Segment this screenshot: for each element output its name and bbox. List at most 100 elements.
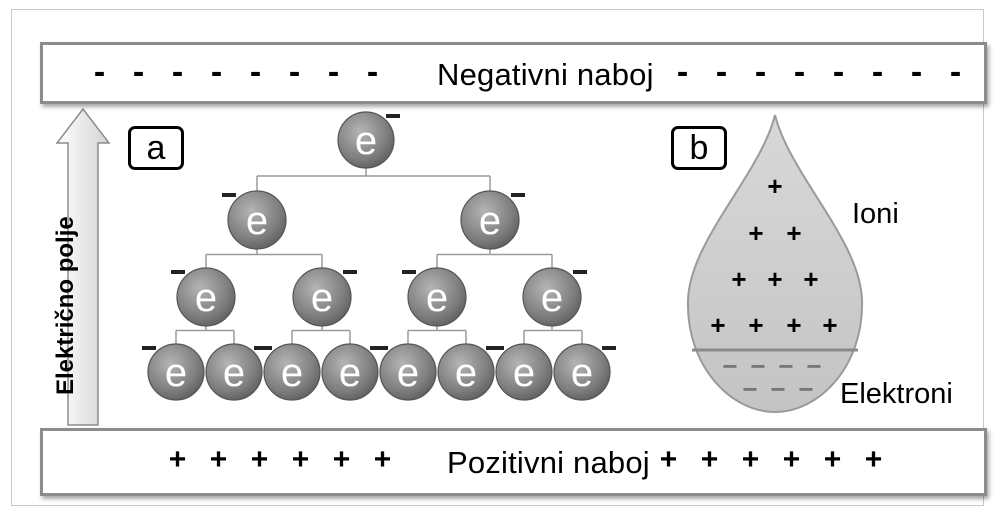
positive-sign: + <box>700 443 719 476</box>
electron-ball <box>147 343 205 401</box>
electron-letter: e <box>571 351 593 395</box>
negative-signs-right: -------- <box>663 53 975 92</box>
negative-plate: -------- Negativni naboj -------- <box>40 42 987 104</box>
positive-sign: + <box>373 443 392 476</box>
positive-sign: + <box>209 443 228 476</box>
negative-sign: - <box>793 53 806 91</box>
electron-letter: e <box>165 351 187 395</box>
positive-sign: + <box>864 443 883 476</box>
electron-letter: e <box>223 351 245 395</box>
positive-sign: + <box>823 443 842 476</box>
electron-ball <box>263 343 321 401</box>
electron-letter: e <box>281 351 303 395</box>
electron: e <box>522 267 587 327</box>
negative-sign: - <box>93 53 106 91</box>
electron-charge <box>602 346 616 350</box>
electrons-label: Elektroni <box>840 378 953 410</box>
electron-ball <box>553 343 611 401</box>
droplet-charges: ++++++++++−−−−−−− <box>710 171 837 404</box>
electron-charge <box>171 270 185 274</box>
negative-sign: - <box>327 53 340 91</box>
electron-charge <box>222 193 236 197</box>
electron-ball <box>205 343 263 401</box>
electron: e <box>205 343 268 401</box>
ion-sign: + <box>748 218 763 248</box>
electron: e <box>171 267 236 327</box>
electron-sign: − <box>778 351 793 381</box>
avalanche-tree-lines <box>175 168 583 344</box>
electron-ball <box>292 267 352 327</box>
electron: e <box>292 267 357 327</box>
ion-sign: + <box>786 310 801 340</box>
electron-sign: − <box>750 351 765 381</box>
electron-letter: e <box>355 119 377 163</box>
positive-signs-left: ++++++ <box>157 443 403 477</box>
ion-sign: + <box>822 310 837 340</box>
positive-sign: + <box>782 443 801 476</box>
electron: e <box>321 343 384 401</box>
electron-sign: − <box>770 374 785 404</box>
electron-letter: e <box>339 351 361 395</box>
electron: e <box>374 343 437 401</box>
negative-sign: - <box>171 53 184 91</box>
electron-sign: − <box>806 351 821 381</box>
positive-sign: + <box>250 443 269 476</box>
ion-sign: + <box>803 264 818 294</box>
electron-letter: e <box>397 351 419 395</box>
ion-sign: + <box>786 218 801 248</box>
electron-letter: e <box>246 199 268 243</box>
positive-plate-label: Pozitivni naboj <box>447 445 650 480</box>
electron: e <box>460 190 525 250</box>
electron: e <box>222 190 287 250</box>
electron-ball <box>437 343 495 401</box>
positive-sign: + <box>659 443 678 476</box>
negative-sign: - <box>288 53 301 91</box>
electron-charge <box>402 270 416 274</box>
electron: e <box>402 267 467 327</box>
electron-charge <box>142 346 156 350</box>
electron-ball <box>460 190 520 250</box>
negative-sign: - <box>676 53 689 91</box>
electron: e <box>553 343 616 401</box>
ion-sign: + <box>767 264 782 294</box>
electron: e <box>142 343 205 401</box>
electron-sign: − <box>722 351 737 381</box>
field-arrow <box>55 107 111 426</box>
positive-signs-right: + + + + + + <box>648 443 894 477</box>
ion-sign: + <box>767 171 782 201</box>
electron-ball <box>337 111 395 169</box>
negative-sign: - <box>754 53 767 91</box>
electron: e <box>337 111 400 169</box>
electron-ball <box>495 343 553 401</box>
electron-letter: e <box>195 276 217 320</box>
electron-sign: − <box>798 374 813 404</box>
electron-charge <box>258 346 272 350</box>
electric-field-label: Električno polje <box>52 216 79 395</box>
electron-charge <box>343 270 357 274</box>
figure-frame <box>11 9 984 506</box>
electron-charge <box>573 270 587 274</box>
negative-sign: - <box>910 53 923 91</box>
negative-sign: - <box>210 53 223 91</box>
electron-letter: e <box>426 276 448 320</box>
electron-ball <box>176 267 236 327</box>
electron: e <box>490 343 553 401</box>
negative-sign: - <box>132 53 145 91</box>
electron-sign: − <box>742 374 757 404</box>
electron-ball <box>407 267 467 327</box>
electron-letter: e <box>311 276 333 320</box>
electron-ball <box>522 267 582 327</box>
electron-letter: e <box>541 276 563 320</box>
negative-sign: - <box>871 53 884 91</box>
panel-a-label: a <box>128 126 184 170</box>
negative-sign: - <box>832 53 845 91</box>
electron-ball <box>227 190 287 250</box>
negative-sign: - <box>949 53 962 91</box>
positive-sign: + <box>741 443 760 476</box>
ion-sign: + <box>748 310 763 340</box>
ions-label: Ioni <box>852 198 899 230</box>
electron-charge <box>386 114 400 118</box>
droplet <box>686 114 864 414</box>
negative-signs-left: -------- <box>80 53 392 92</box>
